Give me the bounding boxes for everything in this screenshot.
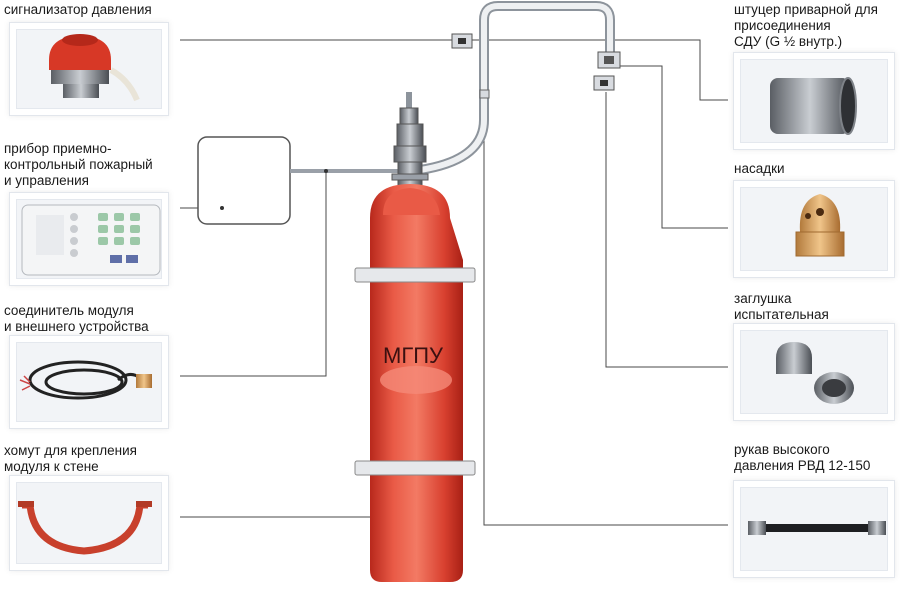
line-test-plug	[605, 92, 728, 368]
strap-bottom	[354, 460, 476, 476]
test-plug-image	[776, 342, 854, 404]
label-nozzles: насадки	[734, 161, 785, 176]
label-clamp: хомут для крепления модуля к стене	[4, 443, 137, 474]
label-fitting: штуцер приварной для присоединения СДУ (…	[734, 2, 878, 49]
connector-image	[19, 360, 152, 400]
control-panel-schematic	[197, 136, 291, 225]
label-test-plug: заглушка испытательная	[734, 291, 829, 322]
connector-lines	[180, 39, 728, 526]
fitting-image	[770, 77, 857, 135]
line-hose	[483, 135, 728, 526]
cylinder	[354, 184, 476, 582]
valve-head	[391, 92, 429, 187]
clamp-image	[18, 501, 152, 555]
line-fitting	[472, 39, 728, 101]
hose-image	[748, 521, 886, 535]
label-pressure-switch: сигнализатор давления	[4, 2, 152, 17]
cylinder-label: МГПУ	[383, 343, 444, 368]
line-nozzles	[612, 65, 728, 229]
piping	[419, 1, 621, 175]
line-connector	[180, 173, 327, 377]
strap-top	[354, 267, 476, 283]
pressure-switch-image	[49, 34, 140, 102]
nozzle-image	[795, 194, 845, 257]
label-connector: соединитель модуля и внешнего устройства	[4, 303, 149, 334]
label-hose: рукав высокого давления РВД 12-150	[734, 442, 871, 473]
control-panel-image	[21, 204, 161, 276]
label-control-panel: прибор приемно- контрольный пожарный и у…	[4, 141, 153, 188]
